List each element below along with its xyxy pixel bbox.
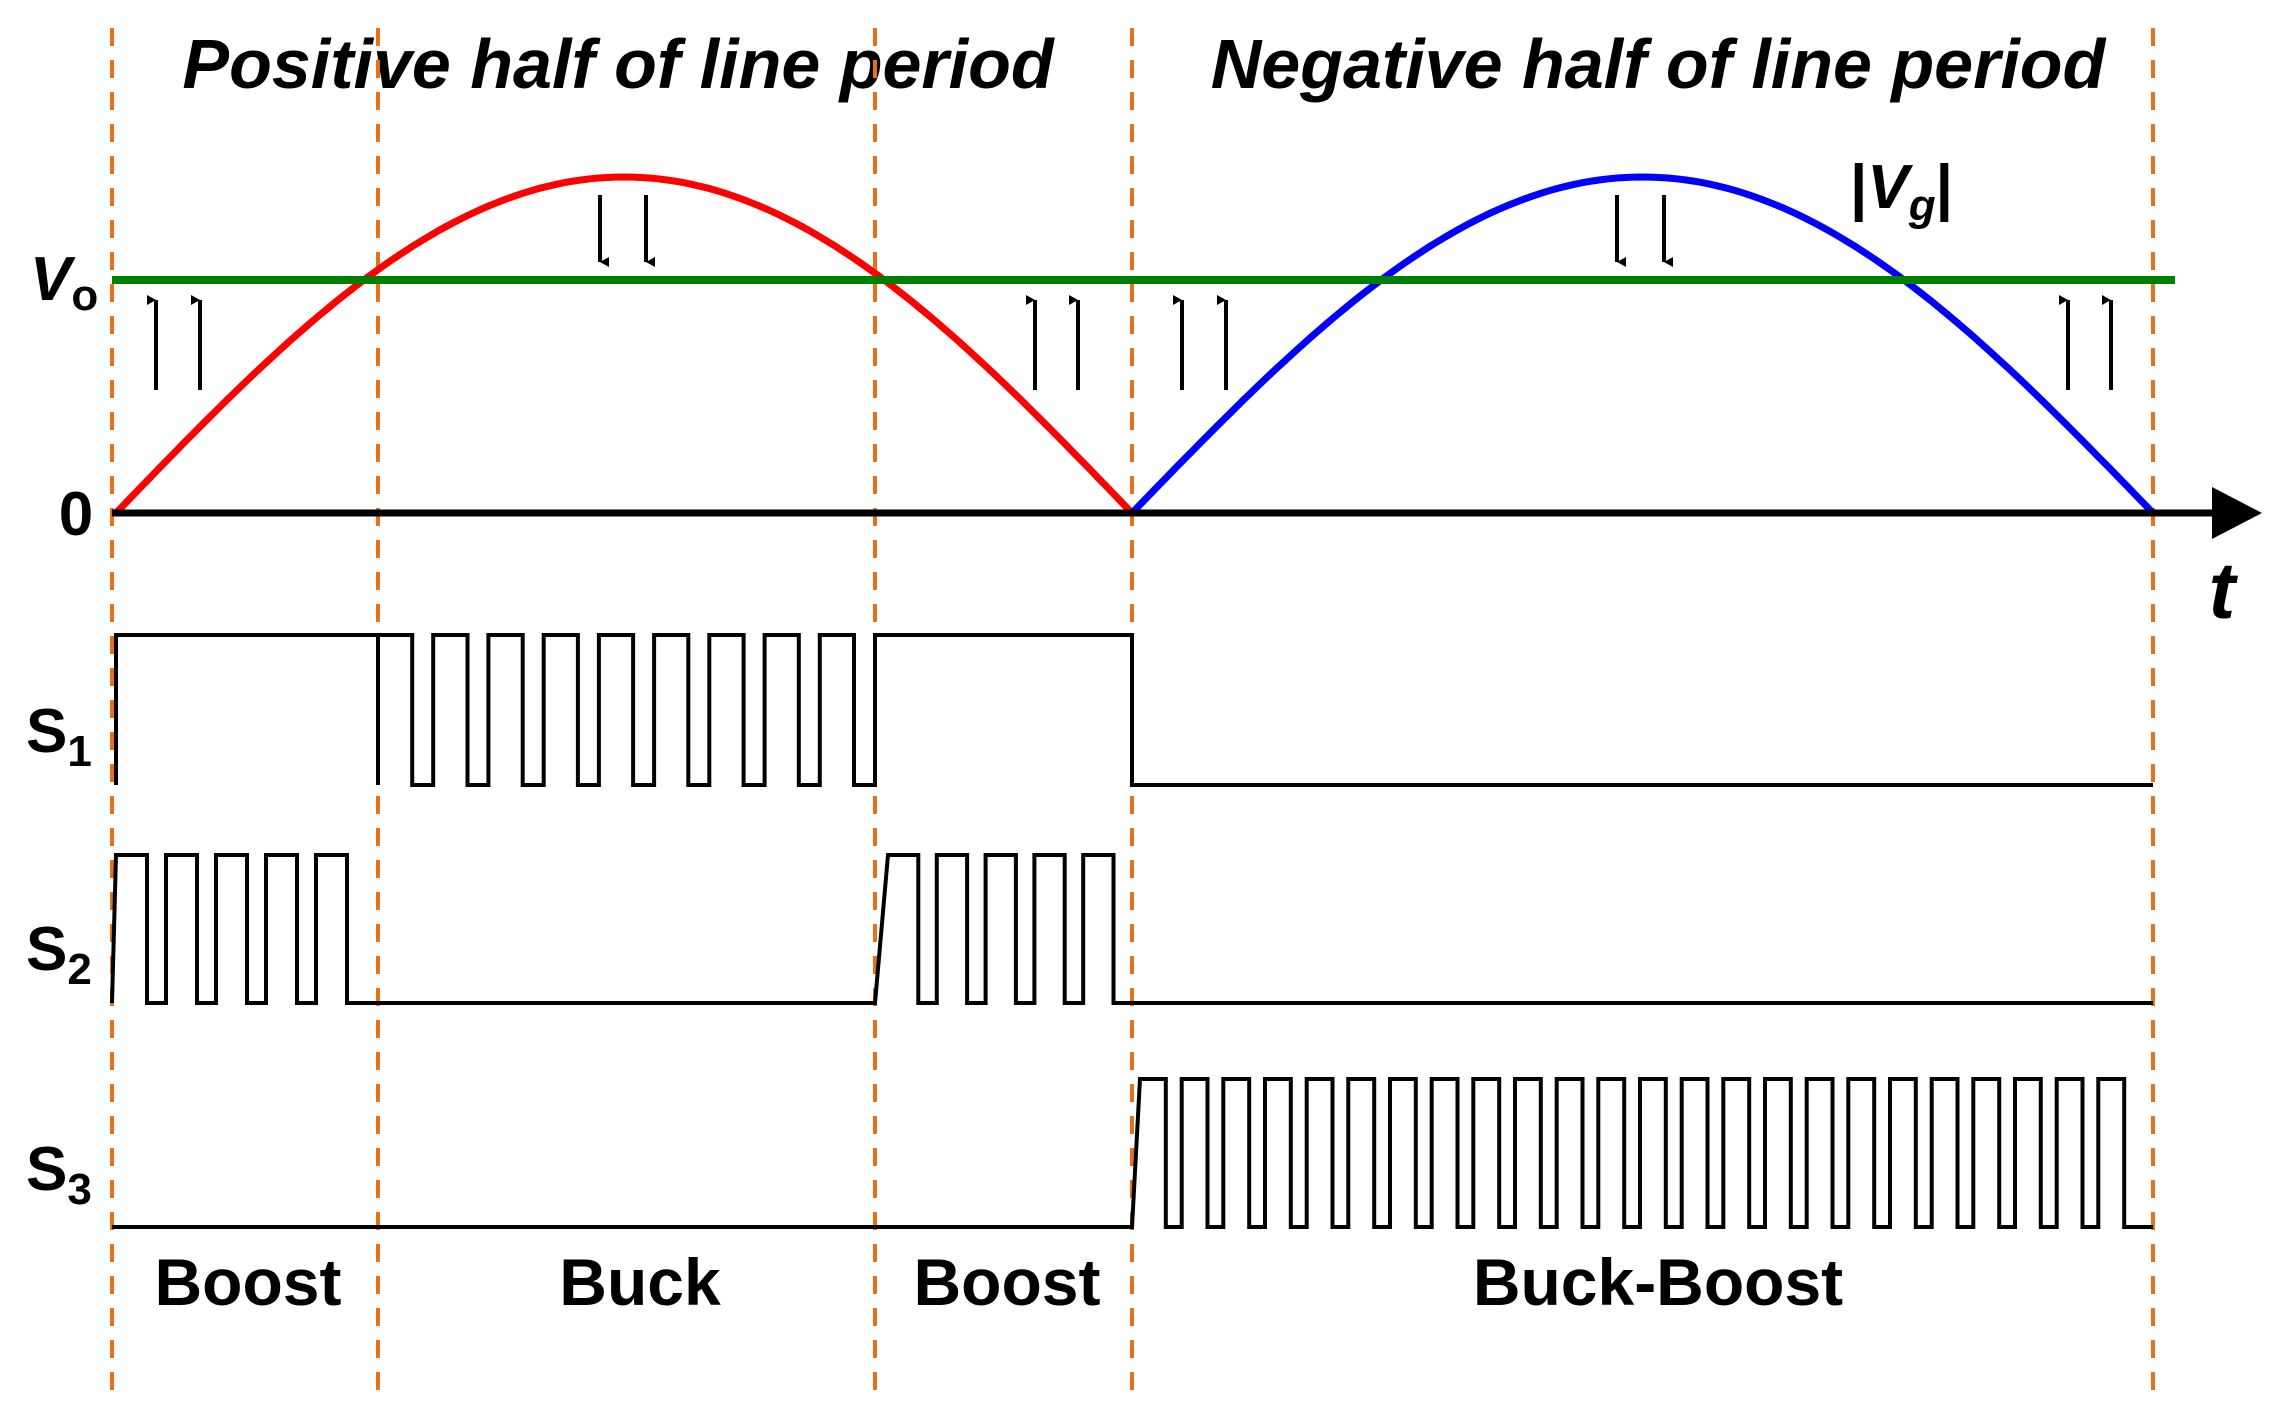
time-axis-arrowhead xyxy=(2212,487,2262,539)
positive-half-curve xyxy=(113,173,1135,516)
s2-label: S2 xyxy=(26,915,92,994)
mode-label-boost-2: Boost xyxy=(914,1245,1101,1319)
mode-label-buck: Buck xyxy=(559,1245,721,1319)
negative-half-curve xyxy=(1129,173,2156,516)
s1-waveform xyxy=(114,633,2153,787)
t-axis-label: t xyxy=(2209,546,2239,635)
s3-waveform xyxy=(112,1077,2153,1229)
vo-label: Vo xyxy=(30,245,98,320)
s3-label: S3 xyxy=(26,1135,92,1214)
mode-label-buck-boost: Buck-Boost xyxy=(1473,1245,1843,1319)
direction-arrows xyxy=(147,195,2113,390)
s1-label: S1 xyxy=(26,697,92,776)
s2-waveform xyxy=(110,853,2153,1005)
positive-half-title: Positive half of line period xyxy=(182,25,1054,103)
vg-label: |Vg| xyxy=(1850,153,1953,230)
negative-half-title: Negative half of line period xyxy=(1211,25,2107,103)
mode-label-boost-1: Boost xyxy=(155,1245,342,1319)
zero-label: 0 xyxy=(59,480,93,549)
